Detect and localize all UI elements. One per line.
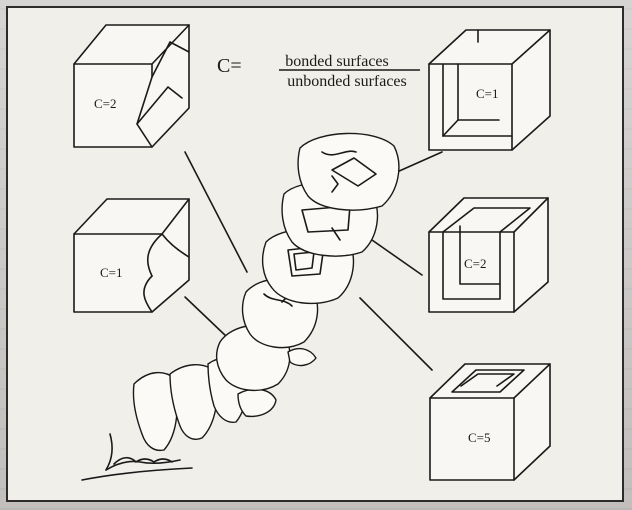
diagram-canvas: C= bonded surfaces unbonded surfaces C=2 [8,8,622,500]
leader-line-mid-left [185,297,227,337]
cavity-label: C=1 [476,86,499,101]
cavity-block-c1-left: C=1 [74,199,189,312]
cavity-label: C=2 [94,96,117,111]
molar-3 [298,133,399,210]
cavity-label: C=1 [100,265,123,280]
leader-line-top-left [185,152,247,272]
leader-line-mid-right [372,240,422,275]
figure-frame: C= bonded surfaces unbonded surfaces C=2 [6,6,624,502]
leader-line-top-right [397,152,442,172]
formula-denominator: unbonded surfaces [287,73,407,90]
cavity-label: C=2 [464,256,487,271]
cavity-block-c2-right: C=2 [429,198,548,312]
artist-signature [82,434,192,480]
cavity-block-c5: C=5 [430,364,550,480]
cavity-block-c2-left: C=2 [74,25,189,147]
cavity-label: C=5 [468,430,491,445]
formula-prefix: C= [217,55,242,77]
cusp-fragment [288,349,316,366]
leader-line-bottom-right [360,298,432,370]
formula-numerator: bonded surfaces [285,53,389,70]
canine [238,389,276,416]
cavity-block-c1-right: C=1 [429,30,550,150]
